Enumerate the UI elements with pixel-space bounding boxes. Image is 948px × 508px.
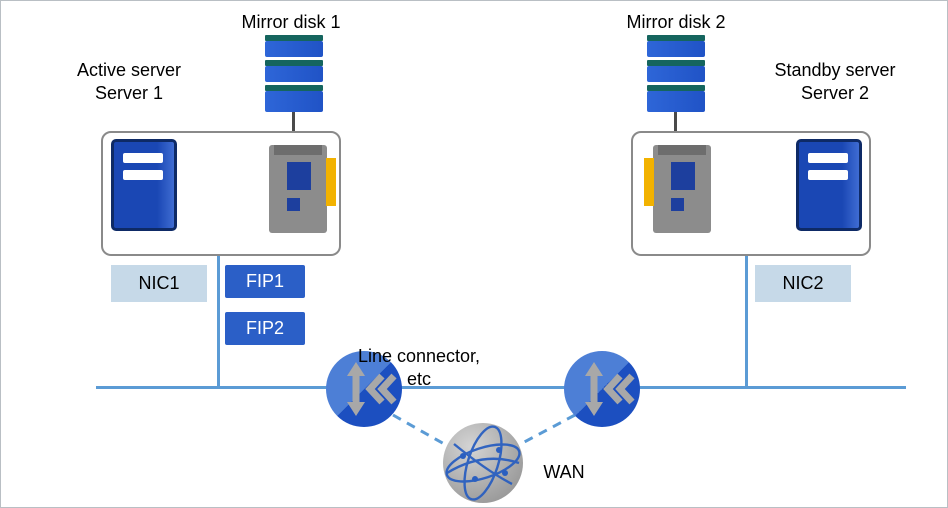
disk-cap bbox=[265, 60, 323, 66]
active-server-label: Active server Server 1 bbox=[49, 59, 209, 105]
disk-cap bbox=[647, 85, 705, 91]
card-chip bbox=[671, 198, 684, 211]
fip1-box: FIP1 bbox=[225, 265, 305, 298]
card-slot bbox=[671, 162, 695, 190]
line-connector-label: Line connector, etc bbox=[339, 345, 499, 391]
disk-platter bbox=[265, 41, 323, 57]
card-chip bbox=[287, 198, 300, 211]
server-bay-slot bbox=[808, 153, 848, 163]
active-server-line2: Server 1 bbox=[94, 83, 164, 103]
nic2-box: NIC2 bbox=[755, 265, 851, 302]
server1-disk-controller-icon bbox=[269, 145, 336, 233]
mirror-disk-2-icon bbox=[647, 35, 705, 112]
router-icon bbox=[326, 351, 402, 427]
server1-tower-icon bbox=[111, 139, 177, 231]
server1-box bbox=[101, 131, 341, 256]
mirror-disk-1-label: Mirror disk 1 bbox=[241, 12, 341, 32]
server2-box bbox=[631, 131, 871, 256]
server2-disk-controller-icon bbox=[644, 145, 711, 233]
line-connector-line2: etc bbox=[406, 369, 431, 389]
wan-globe-icon bbox=[441, 421, 525, 505]
line-connector-line1: Line connector, bbox=[357, 346, 481, 366]
disk-platter bbox=[265, 91, 323, 112]
server2-tower-icon bbox=[796, 139, 862, 231]
server-bay-slot bbox=[808, 170, 848, 180]
card-yellow-tab bbox=[326, 158, 336, 206]
server-bay-slot bbox=[123, 153, 163, 163]
fip2-box: FIP2 bbox=[225, 312, 305, 345]
disk-cap bbox=[647, 35, 705, 41]
nic1-box: NIC1 bbox=[111, 265, 207, 302]
mirror-disk-2-label: Mirror disk 2 bbox=[626, 12, 726, 32]
disk-cap bbox=[265, 85, 323, 91]
line-connector-right-icon bbox=[564, 351, 640, 427]
disk-cap bbox=[265, 35, 323, 41]
card-slot bbox=[287, 162, 311, 190]
standby-server-label: Standby server Server 2 bbox=[755, 59, 915, 105]
disk2-cable bbox=[674, 111, 677, 147]
disk-platter bbox=[647, 66, 705, 82]
server2-network-drop-line bbox=[745, 255, 748, 389]
globe-icon bbox=[443, 423, 523, 503]
disk-cap bbox=[647, 60, 705, 66]
line-connector-left-icon bbox=[326, 351, 402, 427]
mirror-disk-1-icon bbox=[265, 35, 323, 112]
disk-platter bbox=[647, 41, 705, 57]
disk-platter bbox=[265, 66, 323, 82]
wan-label: WAN bbox=[543, 462, 585, 482]
disk1-cable bbox=[292, 111, 295, 147]
card-bracket bbox=[658, 145, 706, 155]
router-icon bbox=[564, 351, 640, 427]
card-yellow-tab bbox=[644, 158, 654, 206]
network-backbone-line bbox=[96, 386, 906, 389]
active-server-line1: Active server bbox=[76, 60, 182, 80]
server-bay-slot bbox=[123, 170, 163, 180]
standby-server-line1: Standby server bbox=[774, 60, 896, 80]
server1-network-drop-line bbox=[217, 255, 220, 389]
disk-platter bbox=[647, 91, 705, 112]
card-bracket bbox=[274, 145, 322, 155]
standby-server-line2: Server 2 bbox=[800, 83, 870, 103]
